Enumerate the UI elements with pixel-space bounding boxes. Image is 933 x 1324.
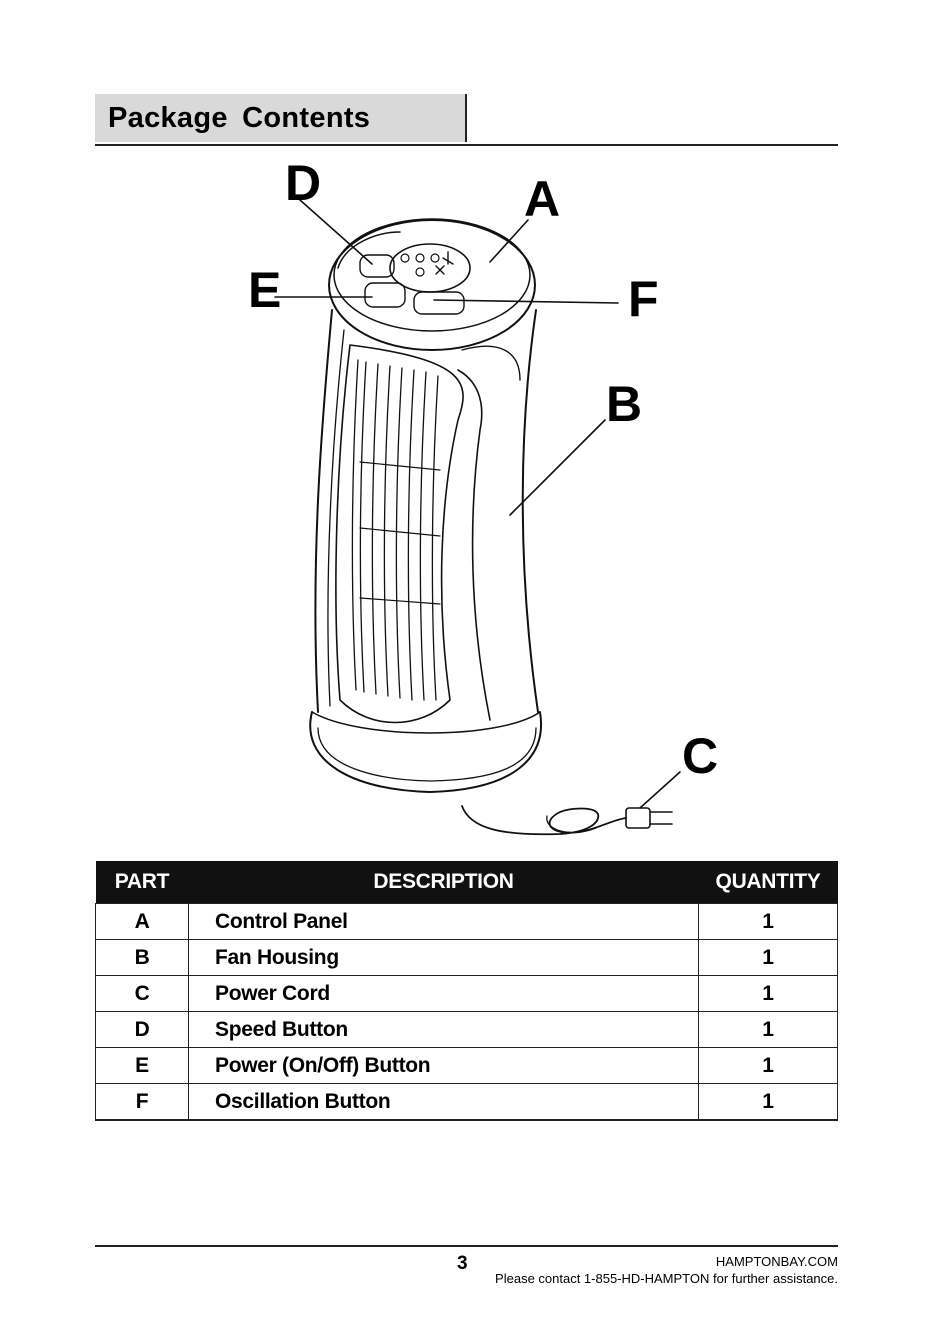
cell-part: F xyxy=(96,1084,189,1121)
cell-quantity: 1 xyxy=(699,904,838,940)
fan-housing xyxy=(315,310,332,712)
leader-line-c xyxy=(640,772,680,808)
cell-description: Speed Button xyxy=(189,1012,699,1048)
header-part: PART xyxy=(96,861,189,904)
cell-quantity: 1 xyxy=(699,940,838,976)
cell-description: Fan Housing xyxy=(189,940,699,976)
header-quantity: QUANTITY xyxy=(699,861,838,904)
header-description: DESCRIPTION xyxy=(189,861,699,904)
parts-table: PART DESCRIPTION QUANTITY A Control Pane… xyxy=(95,861,838,1121)
table-row: D Speed Button 1 xyxy=(96,1012,838,1048)
cell-description: Power (On/Off) Button xyxy=(189,1048,699,1084)
footer-contact: Please contact 1-855-HD-HAMPTON for furt… xyxy=(495,1271,838,1286)
cell-part: E xyxy=(96,1048,189,1084)
cell-quantity: 1 xyxy=(699,976,838,1012)
table-row: B Fan Housing 1 xyxy=(96,940,838,976)
plug xyxy=(626,808,650,828)
cell-quantity: 1 xyxy=(699,1084,838,1121)
callout-f: F xyxy=(628,271,659,327)
power-cord xyxy=(462,806,626,834)
callout-a: A xyxy=(524,171,560,227)
cell-quantity: 1 xyxy=(699,1048,838,1084)
leader-line-f xyxy=(434,300,618,303)
cell-part: D xyxy=(96,1012,189,1048)
cell-description: Oscillation Button xyxy=(189,1084,699,1121)
page-number: 3 xyxy=(457,1253,468,1275)
tower-fan-diagram: D A E F B C xyxy=(0,0,933,860)
leader-line-a xyxy=(490,220,528,262)
table-header-row: PART DESCRIPTION QUANTITY xyxy=(96,861,838,904)
callout-b: B xyxy=(606,376,642,432)
cell-description: Control Panel xyxy=(189,904,699,940)
cell-part: B xyxy=(96,940,189,976)
callout-d: D xyxy=(285,155,321,211)
footer-website: HAMPTONBAY.COM xyxy=(716,1254,838,1269)
table-row: F Oscillation Button 1 xyxy=(96,1084,838,1121)
cell-part: C xyxy=(96,976,189,1012)
table-row: E Power (On/Off) Button 1 xyxy=(96,1048,838,1084)
cell-quantity: 1 xyxy=(699,1012,838,1048)
cell-part: A xyxy=(96,904,189,940)
callout-c: C xyxy=(682,728,718,784)
cell-description: Power Cord xyxy=(189,976,699,1012)
table-row: C Power Cord 1 xyxy=(96,976,838,1012)
callout-e: E xyxy=(248,262,281,318)
footer-divider xyxy=(95,1245,838,1247)
table-row: A Control Panel 1 xyxy=(96,904,838,940)
